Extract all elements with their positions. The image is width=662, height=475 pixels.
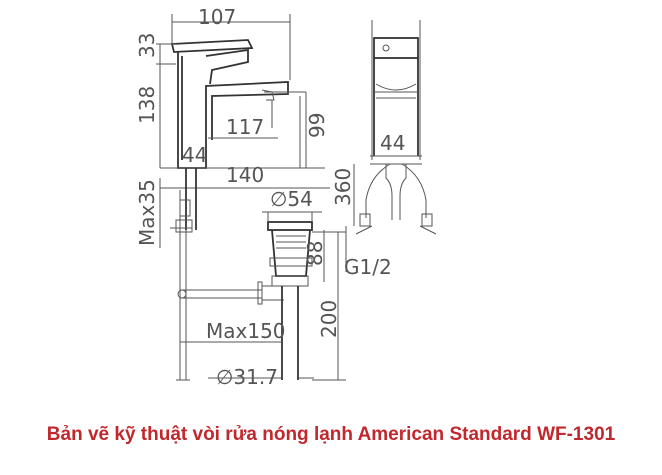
dim-front-width: 44 — [380, 131, 405, 155]
dim-body-height: 138 — [135, 86, 159, 124]
dim-base-side: 44 — [182, 143, 207, 167]
dim-width-top: 107 — [198, 5, 236, 29]
dim-thread: G1/2 — [344, 255, 392, 279]
technical-drawing: 107 33 138 117 99 44 140 Max35 ∅54 88 20… — [135, 5, 437, 389]
dim-drain-88: 88 — [303, 241, 327, 266]
dim-pipe-diameter: ∅31.7 — [216, 365, 278, 389]
drain-view — [180, 211, 346, 381]
drawing-caption: Bản vẽ kỹ thuật vòi rửa nóng lạnh Americ… — [46, 424, 616, 445]
faucet-front-view — [345, 20, 437, 272]
dim-lever-height: 33 — [135, 33, 159, 58]
dim-drain-200: 200 — [317, 300, 341, 338]
dim-overall-reach: 140 — [226, 163, 264, 187]
dim-max-thickness: Max35 — [135, 179, 159, 246]
dim-spout-reach: 117 — [226, 115, 264, 139]
dim-hose-360: 360 — [331, 168, 355, 206]
faucet-side-view — [156, 14, 330, 381]
dim-drain-diameter: ∅54 — [270, 187, 313, 211]
dim-max-150: Max150 — [206, 319, 286, 343]
dim-spout-height: 99 — [305, 113, 329, 138]
